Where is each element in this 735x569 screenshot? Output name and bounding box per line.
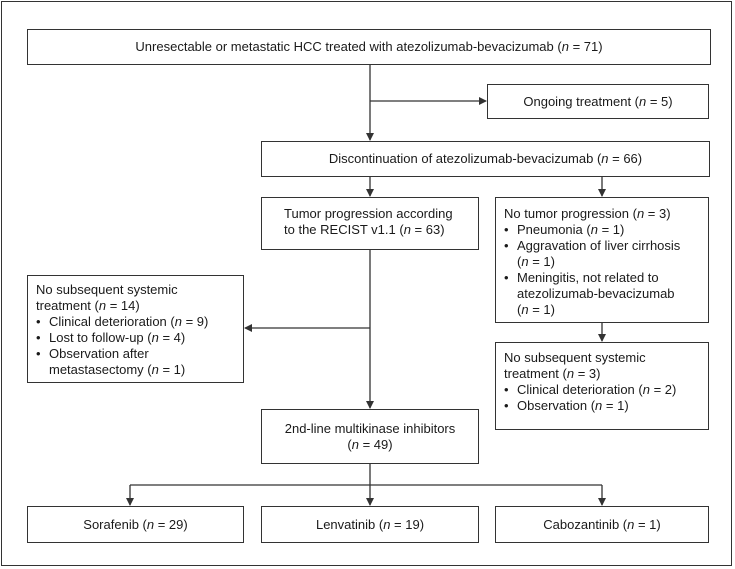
no-subsequent-right-line2: treatment (n = 3) xyxy=(504,366,601,381)
root-box: Unresectable or metastatic HCC treated w… xyxy=(27,29,711,65)
ongoing-treatment-box: Ongoing treatment (n = 5) xyxy=(487,84,709,119)
list-item: • Lost to follow-up (n = 4) xyxy=(36,330,186,345)
no-subsequent-left-line2: treatment (n = 14) xyxy=(36,298,140,313)
list-item: • Observation (n = 1) xyxy=(504,398,629,413)
cabozantinib-label: Cabozantinib (n = 1) xyxy=(543,516,661,532)
no-subsequent-right-line1: No subsequent systemic xyxy=(504,350,646,365)
line-split-third-line xyxy=(130,464,602,486)
second-line-line2: (n = 49) xyxy=(347,436,393,452)
progression-line2: to the RECIST v1.1 (n = 63) xyxy=(284,222,445,237)
sorafenib-box: Sorafenib (n = 29) xyxy=(27,506,244,543)
second-line-line1: 2nd-line multikinase inhibitors xyxy=(284,420,456,436)
discontinuation-box: Discontinuation of atezolizumab-bevacizu… xyxy=(261,141,710,177)
no-progression-title: No tumor progression (n = 3) xyxy=(504,206,671,221)
lenvatinib-label: Lenvatinib (n = 19) xyxy=(315,516,425,532)
no-subsequent-right-box: No subsequent systemic treatment (n = 3)… xyxy=(495,342,709,430)
no-subsequent-left-box: No subsequent systemic treatment (n = 14… xyxy=(27,275,244,383)
ongoing-label: Ongoing treatment (n = 5) xyxy=(523,93,673,109)
cabozantinib-box: Cabozantinib (n = 1) xyxy=(495,506,709,543)
lenvatinib-box: Lenvatinib (n = 19) xyxy=(261,506,479,543)
no-subsequent-left-line1: No subsequent systemic xyxy=(36,282,178,297)
list-item: • Clinical deterioration (n = 2) xyxy=(504,382,677,397)
root-label: Unresectable or metastatic HCC treated w… xyxy=(135,39,603,54)
list-item: • Clinical deterioration (n = 9) xyxy=(36,314,209,329)
no-tumor-progression-box: No tumor progression (n = 3) • Pneumonia… xyxy=(495,197,709,323)
list-item: • Aggravation of liver cirrhosis(n = 1) xyxy=(504,238,681,269)
list-item: • Pneumonia (n = 1) xyxy=(504,222,625,237)
discontinuation-label: Discontinuation of atezolizumab-bevacizu… xyxy=(328,151,643,166)
sorafenib-label: Sorafenib (n = 29) xyxy=(83,516,188,532)
second-line-box: 2nd-line multikinase inhibitors (n = 49) xyxy=(261,409,479,464)
tumor-progression-box: Tumor progression according to the RECIS… xyxy=(261,197,479,250)
progression-line1: Tumor progression according xyxy=(284,206,453,221)
